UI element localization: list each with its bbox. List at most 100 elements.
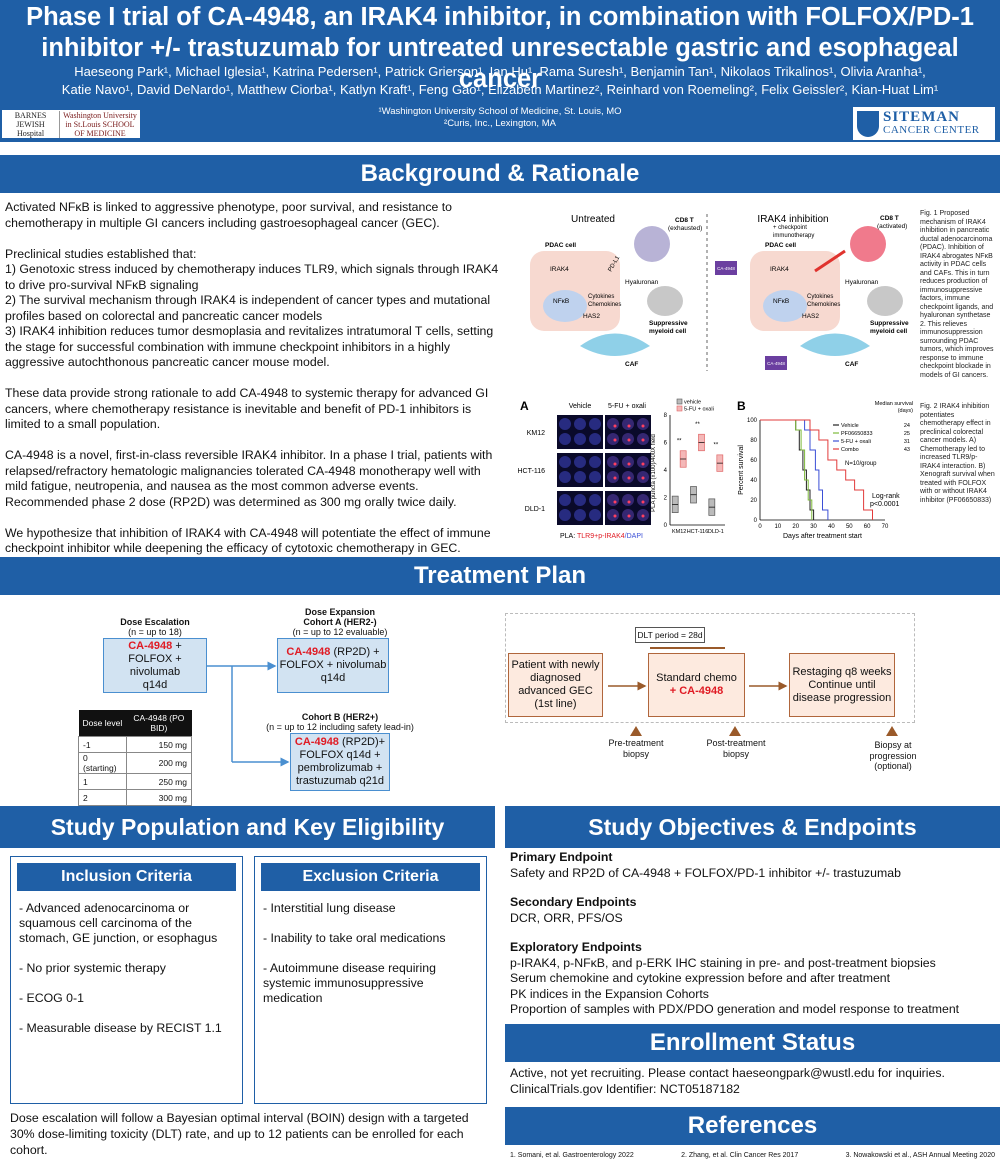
exploratory-item: Serum chemokine and cytokine expression …	[510, 971, 891, 985]
km-y-tick: 0	[754, 518, 758, 524]
objectives-text: Primary Endpoint Safety and RP2D of CA-4…	[510, 850, 995, 1032]
exhausted-label: (exhausted)	[668, 225, 702, 232]
pla-puncta	[627, 476, 631, 480]
nucleus-dot	[622, 494, 634, 506]
exploratory-item: PK indices in the Expansion Cohorts	[510, 986, 709, 1001]
nucleus-dot	[574, 471, 586, 483]
nucleus-dot	[607, 456, 619, 468]
pla-puncta	[641, 424, 645, 428]
pla-puncta	[627, 514, 631, 518]
img-col-vehicle: Vehicle	[569, 403, 592, 410]
significance-mark: **	[695, 422, 700, 428]
population-section-header: Study Population and Key Eligibility	[0, 806, 495, 848]
cytokines-label-right: Cytokines	[807, 294, 833, 300]
list-item: - Autoimmune disease requiring systemic …	[263, 961, 436, 1005]
enrollment-text: Active, not yet recruiting. Please conta…	[510, 1065, 995, 1097]
pla-puncta	[641, 462, 645, 466]
box-y-tick: 0	[664, 523, 668, 529]
hyaluronan-label-right: Hyaluronan	[845, 279, 879, 286]
km-x-tick: 30	[810, 524, 817, 530]
nucleus-dot	[589, 471, 601, 483]
cohort-b-trastuzumab: trastuzumab q21d	[295, 775, 385, 787]
nucleus-dot	[637, 418, 649, 430]
escalation-title: Dose Escalation	[120, 617, 190, 627]
box-x-tick: HCT-116	[687, 529, 709, 535]
pla-puncta	[627, 424, 631, 428]
list-item: - Inability to take oral medications	[263, 931, 446, 945]
box-x-tick: DLD-1	[708, 529, 724, 535]
boin-design-note: Dose escalation will follow a Bayesian o…	[10, 1111, 469, 1157]
cohort-a-drug: CA-4948	[286, 646, 331, 658]
cohort-b-box: CA-4948 (RP2D)+FOLFOX q14d +pembrolizuma…	[290, 733, 390, 791]
enrollment-status: Active, not yet recruiting. Please conta…	[510, 1066, 945, 1080]
nucleus-dot	[589, 433, 601, 445]
km-series-line	[760, 419, 815, 520]
secondary-endpoint-title: Secondary Endpoints	[510, 895, 637, 909]
cohort-b-pembro: pembrolizumab +	[297, 762, 383, 774]
nucleus-dot	[559, 509, 571, 521]
primary-endpoint-title: Primary Endpoint	[510, 850, 613, 864]
box-y-tick: 6	[664, 441, 668, 447]
median-survival-header: Median survival	[875, 401, 913, 407]
caf-cell-right	[800, 333, 870, 356]
irak4-label-right: IRAK4	[770, 266, 789, 273]
km-median-value: 24	[904, 423, 910, 429]
pla-puncta	[641, 514, 645, 518]
author-list: Haeseong Park¹, Michael Iglesia¹, Katrin…	[10, 63, 990, 99]
cell-line-label: DLD-1	[525, 506, 545, 513]
box-legend-swatch	[676, 405, 683, 412]
barnes-washu-logo: BARNES JEWISH Hospital Washington Univer…	[2, 110, 140, 138]
siteman-shield-icon	[857, 110, 879, 137]
km-legend-label: Vehicle	[841, 423, 859, 429]
box-legend-label: vehicle	[684, 400, 701, 406]
nucleus-dot	[589, 494, 601, 506]
km-y-tick: 20	[750, 498, 757, 504]
exclusion-list: - Interstitial lung disease - Inability …	[255, 891, 486, 1006]
exploratory-item: p-IRAK4, p-NFκB, and p-ERK IHC staining …	[510, 955, 936, 970]
pla-puncta	[613, 500, 617, 504]
cohort-b-n: (n = up to 12 including safety lead-in)	[266, 722, 414, 732]
cd8-activated-label: CD8 T	[880, 215, 899, 222]
primary-endpoint: Safety and RP2D of CA-4948 + FOLFOX/PD-1…	[510, 865, 901, 880]
table-row: 0 (starting)200 mg	[78, 752, 193, 774]
drug-icon-top	[715, 261, 737, 275]
pla-puncta	[641, 500, 645, 504]
siteman-logo: SITEMAN CANCER CENTER	[853, 107, 995, 140]
background-para-3: These data provide strong rationale to a…	[5, 386, 489, 431]
cohort-b-rp2d: (RP2D)+	[338, 736, 386, 748]
poster-title: Phase I trial of CA-4948, an IRAK4 inhib…	[0, 2, 1000, 95]
cohort-a-n: (n = up to 12 evaluable)	[292, 627, 388, 637]
nucleus-dot	[622, 456, 634, 468]
myeloid-label-right: myeloid cell	[870, 328, 907, 335]
km-median-value: 25	[904, 431, 910, 437]
drug-label-bottom: CA-4948	[767, 361, 785, 366]
pla-puncta	[641, 438, 645, 442]
km-x-label: Days after treatment start	[783, 533, 862, 540]
cd8-exhausted-cell	[634, 226, 670, 262]
suppressive-myeloid-cell	[647, 286, 683, 316]
list-item: - ECOG 0-1	[19, 991, 84, 1005]
pla-puncta	[613, 476, 617, 480]
reference-item: 1. Somani, et al. Gastroenterology 2022	[510, 1152, 634, 1159]
pla-puncta	[627, 500, 631, 504]
nucleus-dot	[559, 494, 571, 506]
inclusion-list: - Advanced adenocarcinoma or squamous ce…	[11, 891, 242, 1036]
background-para-4: CA-4948 is a novel, first-in-class rever…	[5, 448, 493, 509]
km-legend-label: PF06650833	[841, 431, 873, 437]
nucleus-dot	[559, 418, 571, 430]
cohort-a-regimen: FOLFOX + nivolumab	[279, 659, 387, 671]
dlt-bracket	[650, 647, 725, 649]
img-col-5fu: 5-FU + oxali	[608, 403, 646, 410]
km-legend-label: Combo	[841, 447, 859, 453]
reference-item: 2. Zhang, et al. Clin Cancer Res 2017	[681, 1152, 799, 1159]
box-y-label: PLA puncta (x100)/400X field	[651, 434, 657, 512]
background-para-1: Activated NFκB is linked to aggressive p…	[5, 200, 453, 230]
panel-a-label: A	[520, 399, 529, 413]
dlt-period-label: DLT period = 28d	[635, 627, 705, 643]
